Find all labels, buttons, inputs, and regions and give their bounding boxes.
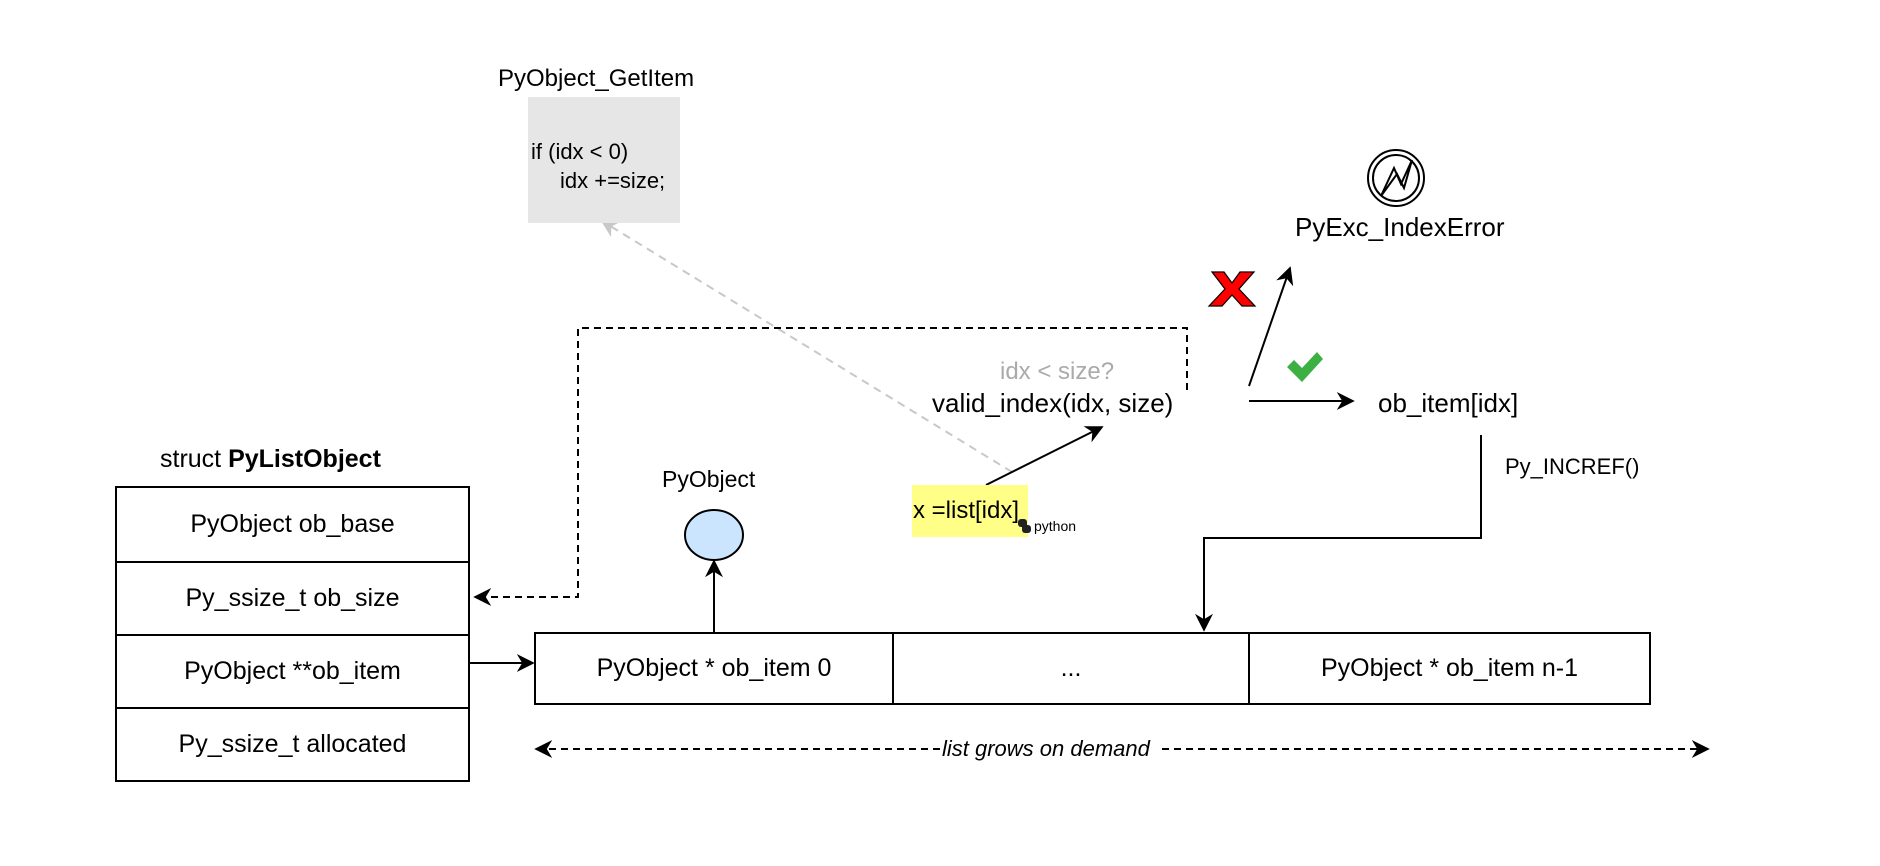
incref-label: Py_INCREF() [1505,454,1640,479]
code-line: if (idx < 0) [531,139,629,164]
fail-arrow [1248,266,1294,387]
expression-box: x =list[idx] [912,485,1028,537]
struct-prefix: struct [160,445,229,473]
red-x-icon [1207,271,1257,307]
struct-field-allocated: Py_ssize_t allocated [117,707,468,780]
valid-index-label: valid_index(idx, size) [932,388,1174,418]
pyobject-label: PyObject [662,466,756,492]
array-cell: PyObject * ob_item n-1 [1248,634,1649,703]
ob-item-idx-label: ob_item[idx] [1378,388,1519,418]
getitem-dashed-arrow [600,220,1013,473]
ob-item-array: PyObject * ob_item 0 ... PyObject * ob_i… [534,632,1651,705]
pyobject-node [684,509,744,561]
array-cell: PyObject * ob_item 0 [596,654,832,682]
getitem-code-block: if (idx < 0) idx +=size; [528,97,680,223]
expression-code: x =list[idx] [913,497,1020,524]
array-cell: ... [892,634,1248,703]
condition-label: idx < size? [1000,358,1115,385]
struct-title: struct PyListObject [160,447,381,472]
struct-name: PyListObject [228,445,381,473]
expr-to-check-arrow [985,426,1104,486]
struct-field-ob-base: PyObject ob_base [190,510,395,538]
struct-field-ob-size: Py_ssize_t ob_size [117,561,468,634]
struct-field-ob-item: PyObject **ob_item [117,634,468,707]
python-logo: python [1017,518,1076,534]
struct-pylistobject: PyObject ob_base Py_ssize_t ob_size PyOb… [115,486,470,782]
getitem-title: PyObject_GetItem [498,65,695,92]
ob-size-dashed-arrow [473,327,1188,606]
green-check-icon [1287,352,1323,382]
python-logo-text: python [1034,518,1077,534]
index-error-label: PyExc_IndexError [1295,212,1505,242]
incref-arrow [1195,435,1482,632]
python-icon [1017,518,1032,534]
code-line: idx +=size; [560,168,666,193]
error-icon [1367,149,1425,207]
growth-label: list grows on demand [942,736,1150,761]
